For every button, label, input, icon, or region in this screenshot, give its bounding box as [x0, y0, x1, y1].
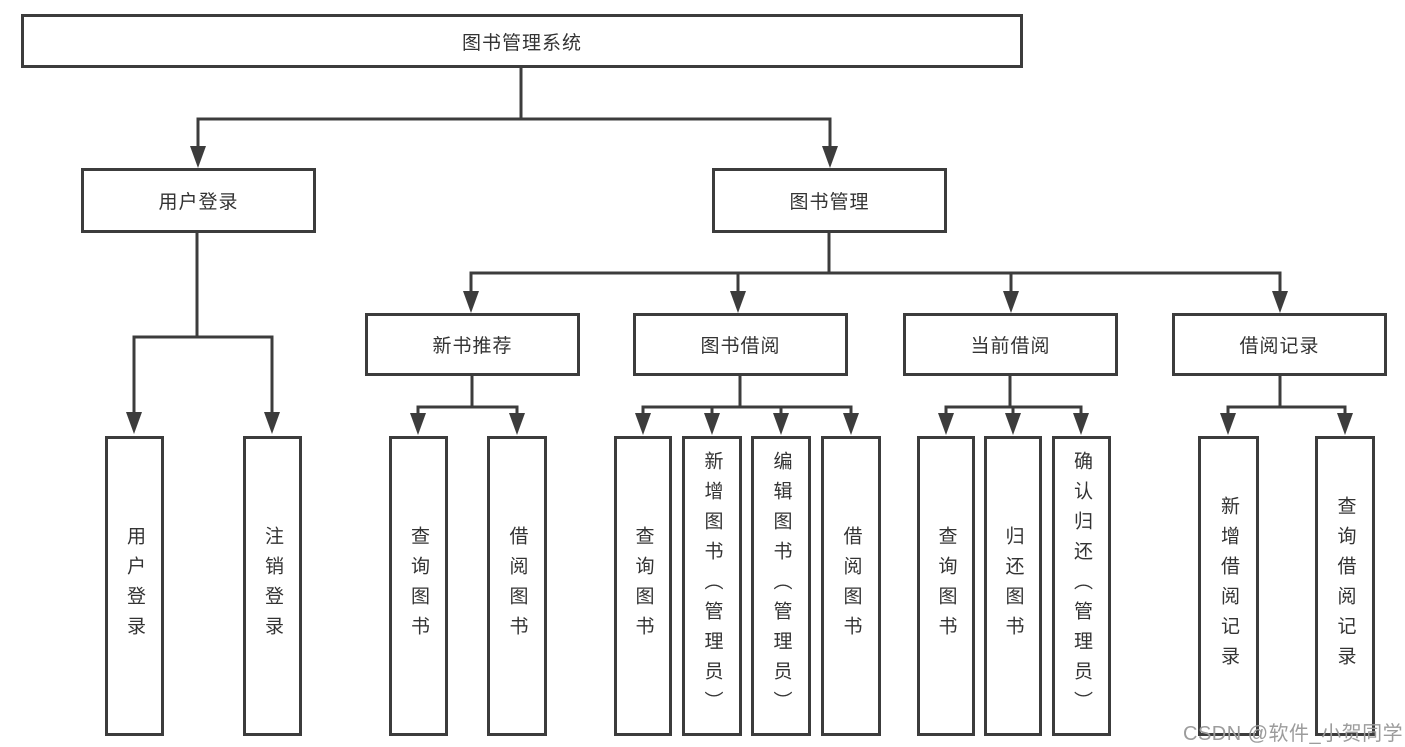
leaf-add-borrow-record: 新增借阅记录	[1198, 436, 1259, 736]
arrow-down-icon	[704, 413, 720, 435]
connector-book-borrow-children	[635, 376, 859, 435]
arrow-down-icon	[1337, 413, 1353, 435]
leaf-query-books-current: 查询图书	[917, 436, 975, 736]
connector-borrow-record-children	[1220, 376, 1353, 435]
node-book-management: 图书管理	[712, 168, 947, 233]
arrow-down-icon	[773, 413, 789, 435]
arrow-down-icon	[1005, 413, 1021, 435]
leaf-confirm-return-admin: 确认归还（管理员）	[1052, 436, 1111, 736]
arrow-down-icon	[635, 413, 651, 435]
leaf-edit-books-admin: 编辑图书（管理员）	[751, 436, 811, 736]
arrow-down-icon	[126, 412, 142, 434]
node-current-borrow: 当前借阅	[903, 313, 1118, 376]
connector-current-borrow-children	[938, 376, 1089, 435]
arrow-down-icon	[509, 413, 525, 435]
arrow-down-icon	[190, 146, 206, 168]
arrow-down-icon	[1003, 291, 1019, 313]
connector-new-book-children	[410, 376, 525, 435]
node-new-book-recommend: 新书推荐	[365, 313, 580, 376]
csdn-watermark: CSDN @软件_小贺同学	[1183, 723, 1404, 745]
leaf-add-books-admin: 新增图书（管理员）	[682, 436, 742, 736]
arrow-down-icon	[1272, 291, 1288, 313]
connector-book-management-children	[463, 233, 1288, 313]
arrow-down-icon	[264, 412, 280, 434]
arrow-down-icon	[843, 413, 859, 435]
arrow-down-icon	[1220, 413, 1236, 435]
leaf-logout: 注销登录	[243, 436, 302, 736]
arrow-down-icon	[410, 413, 426, 435]
node-user-login: 用户登录	[81, 168, 316, 233]
node-book-borrow: 图书借阅	[633, 313, 848, 376]
arrow-down-icon	[938, 413, 954, 435]
leaf-borrow-books-recommend: 借阅图书	[487, 436, 547, 736]
leaf-query-books-recommend: 查询图书	[389, 436, 448, 736]
arrow-down-icon	[730, 291, 746, 313]
leaf-borrow-books: 借阅图书	[821, 436, 881, 736]
connector-user-login-children	[126, 233, 280, 434]
arrow-down-icon	[463, 291, 479, 313]
node-borrow-record: 借阅记录	[1172, 313, 1387, 376]
connector-root-to-level2	[190, 66, 838, 168]
arrow-down-icon	[822, 146, 838, 168]
leaf-return-books: 归还图书	[984, 436, 1042, 736]
arrow-down-icon	[1073, 413, 1089, 435]
leaf-user-login: 用户登录	[105, 436, 164, 736]
node-root-library-system: 图书管理系统	[21, 14, 1023, 68]
leaf-query-books-borrow: 查询图书	[614, 436, 672, 736]
leaf-query-borrow-record: 查询借阅记录	[1315, 436, 1375, 736]
